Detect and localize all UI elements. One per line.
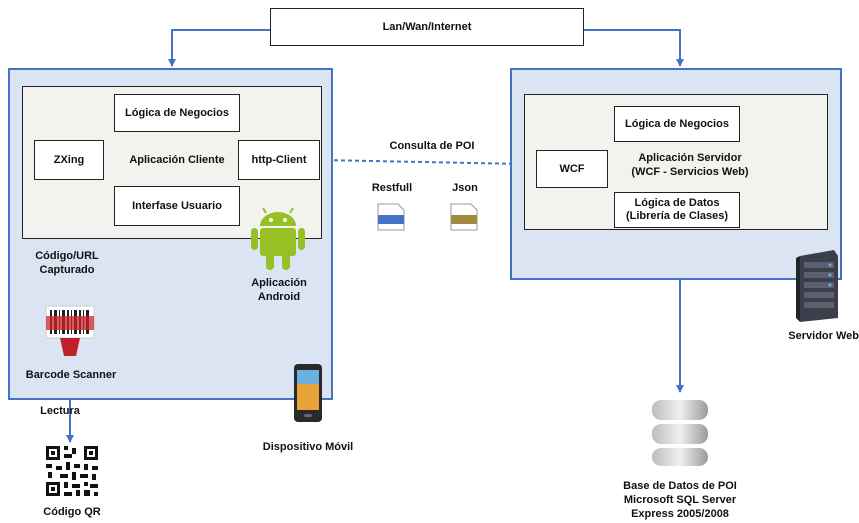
network-label: Lan/Wan/Internet: [382, 20, 472, 33]
json-file-icon: [450, 203, 478, 231]
server-label: Servidor Web: [788, 330, 859, 342]
database-icon: [652, 400, 708, 466]
qr-code-icon: [44, 444, 100, 498]
json-label: Json: [452, 182, 478, 194]
phone-icon: [294, 364, 322, 422]
server-business-logic: Lógica de Negocios: [614, 106, 740, 142]
query-label: Consulta de POI: [389, 140, 475, 152]
android-icon: [251, 208, 305, 270]
wcf-box: WCF: [536, 150, 608, 188]
database-label: Base de Datos de POI Microsoft SQL Serve…: [623, 480, 737, 520]
restfull-label: Restfull: [371, 182, 413, 194]
ui-box: Interfase Usuario: [114, 186, 240, 226]
barcode-scanner-label: Barcode Scanner: [25, 369, 117, 381]
http-client-box: http-Client: [238, 140, 320, 180]
query-dashed-arrow: [319, 156, 525, 168]
restfull-file-icon: [377, 203, 405, 231]
server-icon: [796, 250, 838, 322]
barcode-scanner-icon: [45, 305, 95, 356]
reading-label: Lectura: [40, 405, 80, 417]
network-to-client-arrow: [168, 29, 270, 67]
device-label: Dispositivo Móvil: [262, 441, 354, 453]
captured-label: Código/URL Capturado: [35, 250, 99, 276]
network-box: Lan/Wan/Internet: [270, 8, 584, 46]
server-app-label: Aplicación Servidor (WCF - Servicios Web…: [631, 152, 749, 178]
client-business-logic: Lógica de Negocios: [114, 94, 240, 132]
zxing-box: ZXing: [34, 140, 104, 180]
android-label: Aplicación Android: [251, 277, 307, 303]
data-logic-box: Lógica de Datos (Librería de Clases): [614, 192, 740, 228]
qr-code-label: Código QR: [43, 506, 101, 518]
network-to-server-arrow: [584, 29, 684, 67]
client-app-label: Aplicación Cliente: [129, 154, 225, 166]
